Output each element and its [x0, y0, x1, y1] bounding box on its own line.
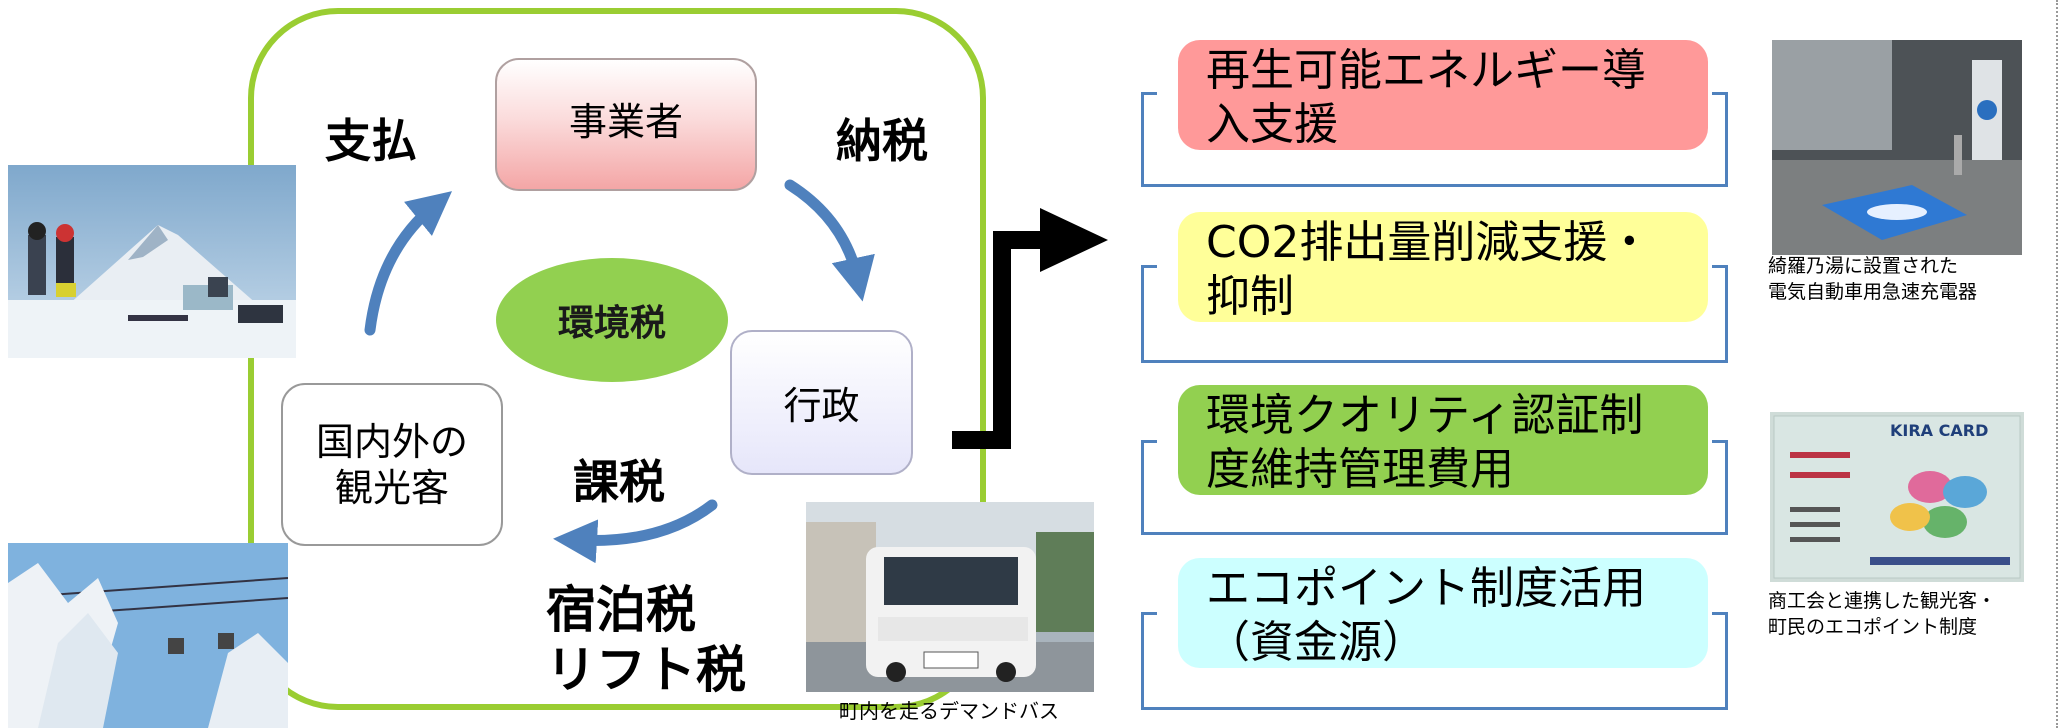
arrow-tourists-to-operator: [364, 191, 453, 336]
taxation-label: 課税: [573, 455, 665, 509]
use-item-4: エコポイント制度活用 （資金源）: [1178, 558, 1708, 668]
bracket-1-stub-left: [1141, 92, 1157, 95]
right-edge-divider: [2056, 0, 2058, 728]
bracket-2-stub-right: [1712, 265, 1728, 268]
bracket-1-stub-right: [1712, 92, 1728, 95]
business-operator-label: 事業者: [568, 100, 683, 144]
tax-payment-label: 納税: [836, 114, 928, 168]
cycle-frame: [248, 8, 986, 710]
bracket-4-stub-right: [1712, 612, 1728, 615]
arrow-operator-to-government: [784, 179, 875, 302]
bus-caption: 町内を走るデマンドバス: [839, 699, 1059, 723]
lift-tax-label: リフト税: [546, 641, 746, 699]
connector-arrow: [952, 231, 1045, 449]
charger-caption-line1: 綺羅乃湯に設置された: [1768, 255, 1959, 277]
government-label: 行政: [783, 384, 860, 428]
tourists-box: 国内外の 観光客: [281, 383, 503, 546]
bracket-3-stub-right: [1712, 440, 1728, 443]
arrow-government-to-tourists: [553, 499, 718, 564]
use-item-3-line1: 環境クオリティ認証制: [1206, 390, 1644, 441]
tourists-label-line2: 観光客: [334, 465, 449, 510]
use-item-4-line1: エコポイント制度活用: [1206, 563, 1646, 614]
use-item-1: 再生可能エネルギー導 入支援: [1178, 40, 1708, 150]
charger-caption-line2: 電気自動車用急速充電器: [1768, 281, 1978, 303]
use-item-4-line2: （資金源）: [1206, 617, 1426, 668]
bracket-2: [1141, 265, 1728, 363]
use-item-2: CO2排出量削減支援・ 抑制: [1178, 212, 1708, 322]
use-item-1-line2: 入支援: [1206, 99, 1338, 150]
government-box: 行政: [730, 330, 913, 475]
use-item-3: 環境クオリティ認証制 度維持管理費用: [1178, 385, 1708, 495]
bracket-4: [1141, 612, 1728, 710]
photo-gondola: [8, 543, 288, 728]
connector-arrowhead: [1040, 208, 1108, 272]
use-item-2-line1: CO2排出量削減支援・: [1206, 217, 1652, 268]
photo-kira-card: KIRA CARD: [1770, 412, 2024, 582]
photo-ev-charger: [1772, 40, 2022, 255]
bracket-4-stub-left: [1141, 612, 1157, 615]
bracket-2-stub-left: [1141, 265, 1157, 268]
environment-tax-label: 環境税: [557, 303, 666, 344]
environment-tax-ellipse: 環境税: [496, 258, 728, 382]
lodging-tax-label: 宿泊税: [546, 581, 696, 639]
use-item-2-line2: 抑制: [1206, 271, 1294, 322]
kira-card-title: KIRA CARD: [1890, 421, 1988, 440]
bracket-3-stub-left: [1141, 440, 1157, 443]
payment-label: 支払: [325, 114, 417, 168]
ecopoint-caption-line2: 町民のエコポイント制度: [1768, 616, 1978, 638]
photo-skiers: [8, 165, 296, 358]
tourists-label-line1: 国内外の: [315, 419, 468, 464]
photo-demand-bus: [806, 502, 1094, 692]
business-operator-box: 事業者: [495, 58, 757, 191]
use-item-1-line1: 再生可能エネルギー導: [1206, 45, 1646, 96]
ecopoint-caption-line1: 商工会と連携した観光客・: [1768, 590, 1997, 612]
bracket-3: [1141, 440, 1728, 535]
use-item-3-line2: 度維持管理費用: [1206, 444, 1514, 495]
bracket-1: [1141, 92, 1728, 187]
